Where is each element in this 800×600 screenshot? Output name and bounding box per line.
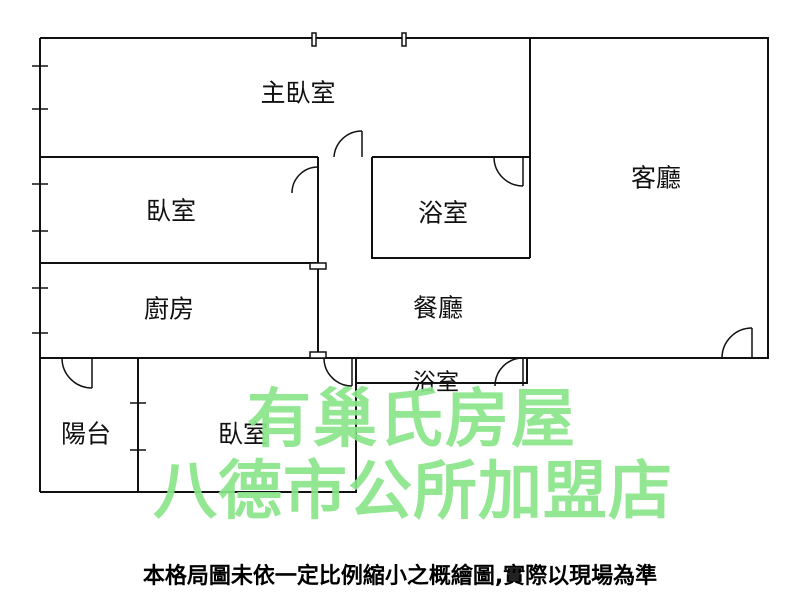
door-bedroom-1: [291, 166, 319, 194]
room-label-bedroom-1: 臥室: [145, 196, 197, 226]
watermark-line-2: 八德市公所加盟店: [153, 455, 673, 529]
door-bathroom-1: [493, 156, 524, 187]
walls: [39, 37, 769, 493]
west-windows: [32, 65, 146, 451]
door-bedroom-2: [323, 357, 353, 387]
bathroom-1-wall: [371, 157, 530, 259]
room-label-kitchen: 廚房: [143, 294, 195, 324]
room-label-balcony: 陽台: [60, 419, 112, 449]
disclaimer-text: 本格局圖未依一定比例縮小之概繪圖,實際以現場為準: [142, 564, 658, 589]
room-label-living-room: 客廳: [630, 163, 682, 193]
room-label-bathroom-2: 浴室: [413, 369, 459, 396]
door-master: [333, 130, 363, 158]
door-living: [721, 327, 753, 359]
door-balcony: [61, 357, 93, 389]
window-top: [311, 32, 407, 47]
room-label-bedroom-2: 臥室: [217, 419, 269, 449]
door-bathroom-2: [494, 357, 524, 387]
room-label-bathroom-1: 浴室: [417, 198, 469, 228]
watermark-line-1: 有巢氏房屋: [247, 383, 577, 457]
room-label-master-bedroom: 主臥室: [260, 78, 336, 108]
wall-blocks: [309, 262, 327, 359]
room-label-dining-room: 餐廳: [412, 293, 464, 323]
doors: [61, 130, 753, 389]
